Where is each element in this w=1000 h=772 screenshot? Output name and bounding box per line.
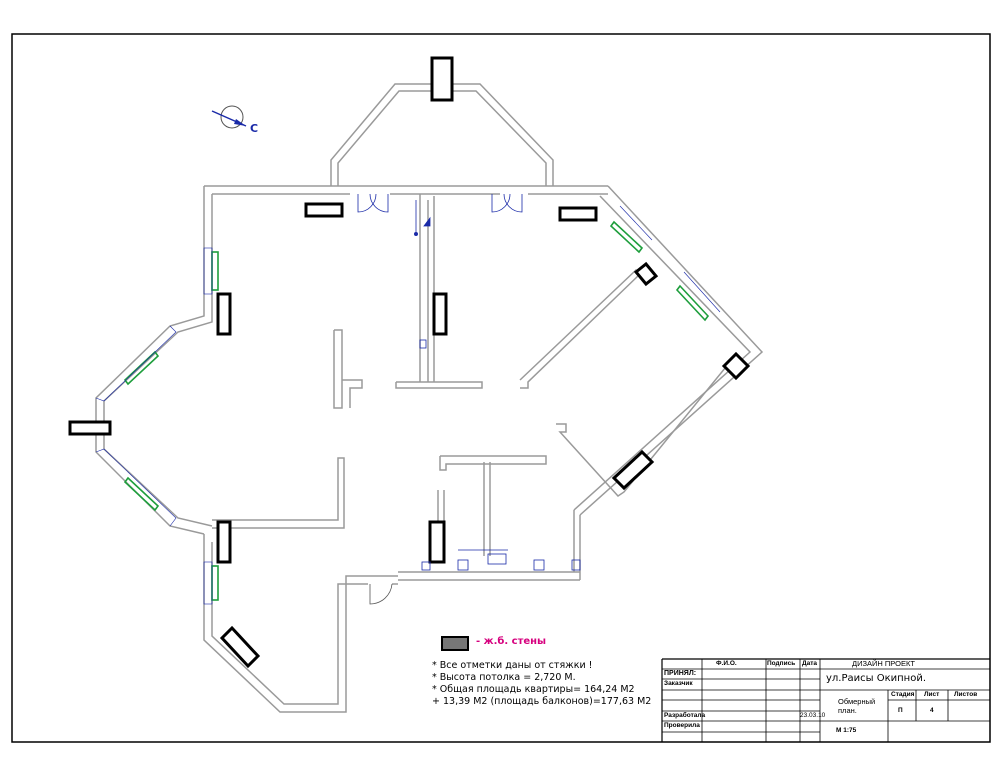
windows bbox=[123, 220, 710, 601]
exterior-walls bbox=[95, 83, 764, 713]
drawing-frame bbox=[11, 33, 991, 743]
compass-label: С bbox=[250, 122, 259, 135]
tb-col-fio: Ф.И.О. bbox=[716, 660, 737, 667]
tb-razrabotal: Разработала bbox=[664, 712, 706, 719]
title-block bbox=[661, 658, 990, 742]
interior-walls bbox=[212, 194, 731, 556]
tb-razrabotal-date: 23.03.10 bbox=[800, 712, 826, 719]
note-4: + 13,39 М2 (площадь балконов)=177,63 М2 bbox=[432, 696, 652, 707]
legend-swatch bbox=[441, 636, 469, 651]
north-arrow-icon bbox=[211, 105, 247, 129]
tb-list-header: Лист bbox=[924, 691, 940, 698]
tb-zakazchik: Заказчик bbox=[664, 680, 693, 687]
tb-col-podpis: Подпись bbox=[767, 660, 796, 667]
tb-col-data: Дата bbox=[802, 660, 818, 667]
concrete-columns bbox=[68, 56, 751, 669]
tb-listov-header: Листов bbox=[954, 691, 978, 698]
tb-stadiya-header: Стадия bbox=[891, 691, 915, 698]
tb-proverila: Проверила bbox=[664, 722, 700, 729]
note-2: * Высота потолка = 2,720 М. bbox=[432, 672, 576, 683]
tb-project-title: ДИЗАЙН ПРОЕКТ bbox=[852, 659, 915, 668]
tb-drawing-name: Обмерный план. bbox=[838, 697, 876, 715]
tb-stadiya-value: П bbox=[898, 707, 903, 714]
tb-prinyal: ПРИНЯЛ: bbox=[664, 670, 697, 677]
tb-address: ул.Раисы Окипной. bbox=[826, 673, 926, 684]
tb-list-value: 4 bbox=[930, 707, 934, 714]
tb-scale: М 1:75 bbox=[836, 727, 857, 734]
note-1: * Все отметки даны от стяжки ! bbox=[432, 660, 593, 671]
doors-and-fixtures bbox=[357, 193, 581, 605]
window-frames bbox=[95, 205, 721, 605]
note-3: * Общая площадь квартиры= 164,24 М2 bbox=[432, 684, 635, 695]
legend-label: - ж.б. стены bbox=[476, 636, 547, 647]
